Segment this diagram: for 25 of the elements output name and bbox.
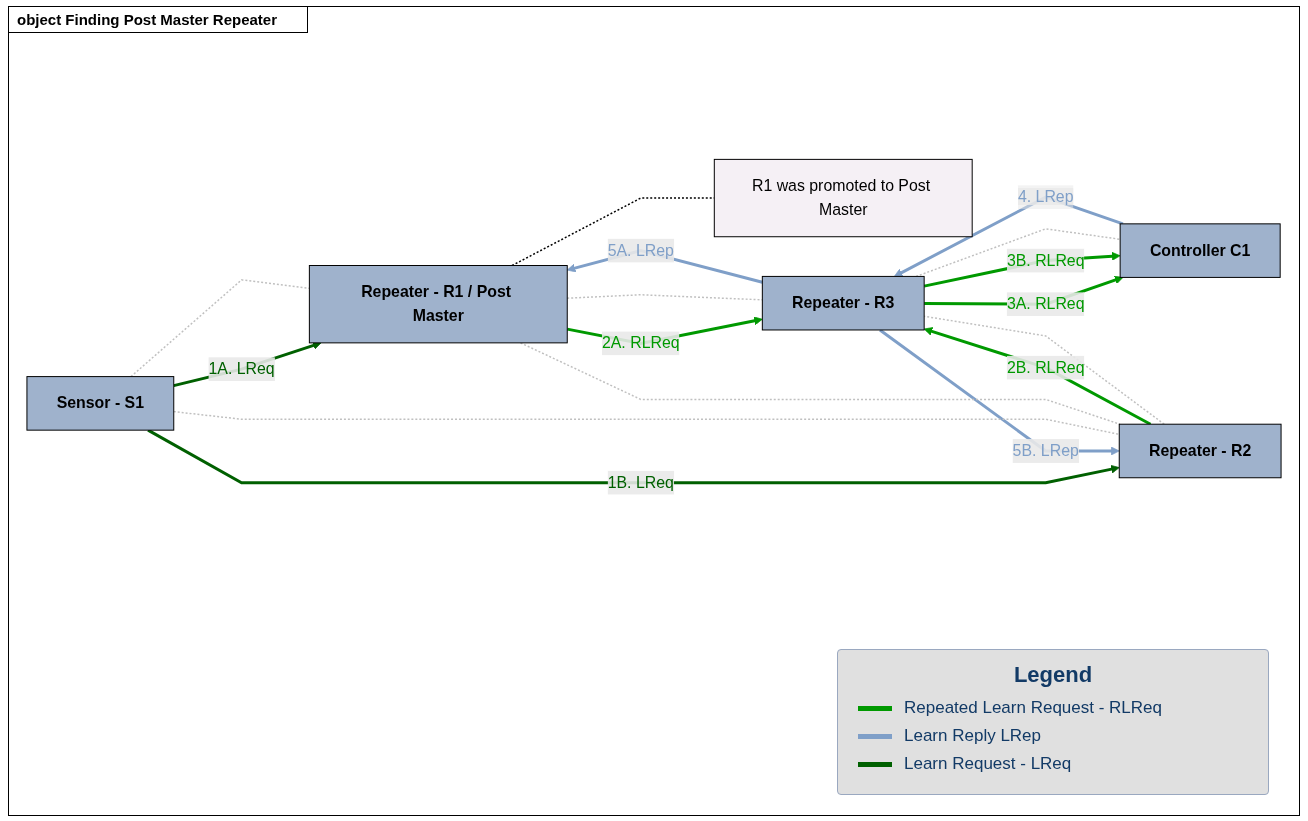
edge-label: 3A. RLReq: [1006, 295, 1085, 313]
node-box: Repeater - R3: [761, 275, 925, 331]
edge-label: 1A. LReq: [208, 360, 275, 378]
edge-label: 3B. RLReq: [1006, 251, 1085, 269]
edge-label: 4. LRep: [1017, 188, 1074, 205]
edge-label: 5A. LRep: [607, 241, 674, 259]
node-box: Controller C1: [1119, 223, 1281, 278]
legend-label: Learn Request - LReq: [904, 754, 1072, 774]
legend-label: Learn Reply LRep: [904, 726, 1042, 746]
legend-title: Legend: [1012, 662, 1094, 688]
arrow: [173, 341, 322, 388]
node-box: Repeater - R2: [1118, 423, 1282, 479]
node-box: Sensor - S1: [26, 376, 175, 431]
node-box: Repeater - R1 / Post Master: [308, 265, 568, 344]
edge-label: 2B. RLReq: [1006, 358, 1085, 376]
arrow: [879, 328, 1120, 456]
edge-label: 1B. LReq: [607, 473, 674, 491]
node-box: R1 was promoted to Post Master: [713, 158, 973, 238]
edge-label: 2A. RLReq: [601, 334, 680, 352]
frame-title: object Finding Post Master Repeater: [9, 7, 309, 33]
legend-label: Repeated Learn Request - RLReq: [904, 698, 1162, 718]
arrow: [923, 327, 1152, 426]
connector: [923, 315, 1165, 425]
edge-label: 5B. LRep: [1012, 442, 1079, 459]
connector: [173, 410, 1120, 436]
